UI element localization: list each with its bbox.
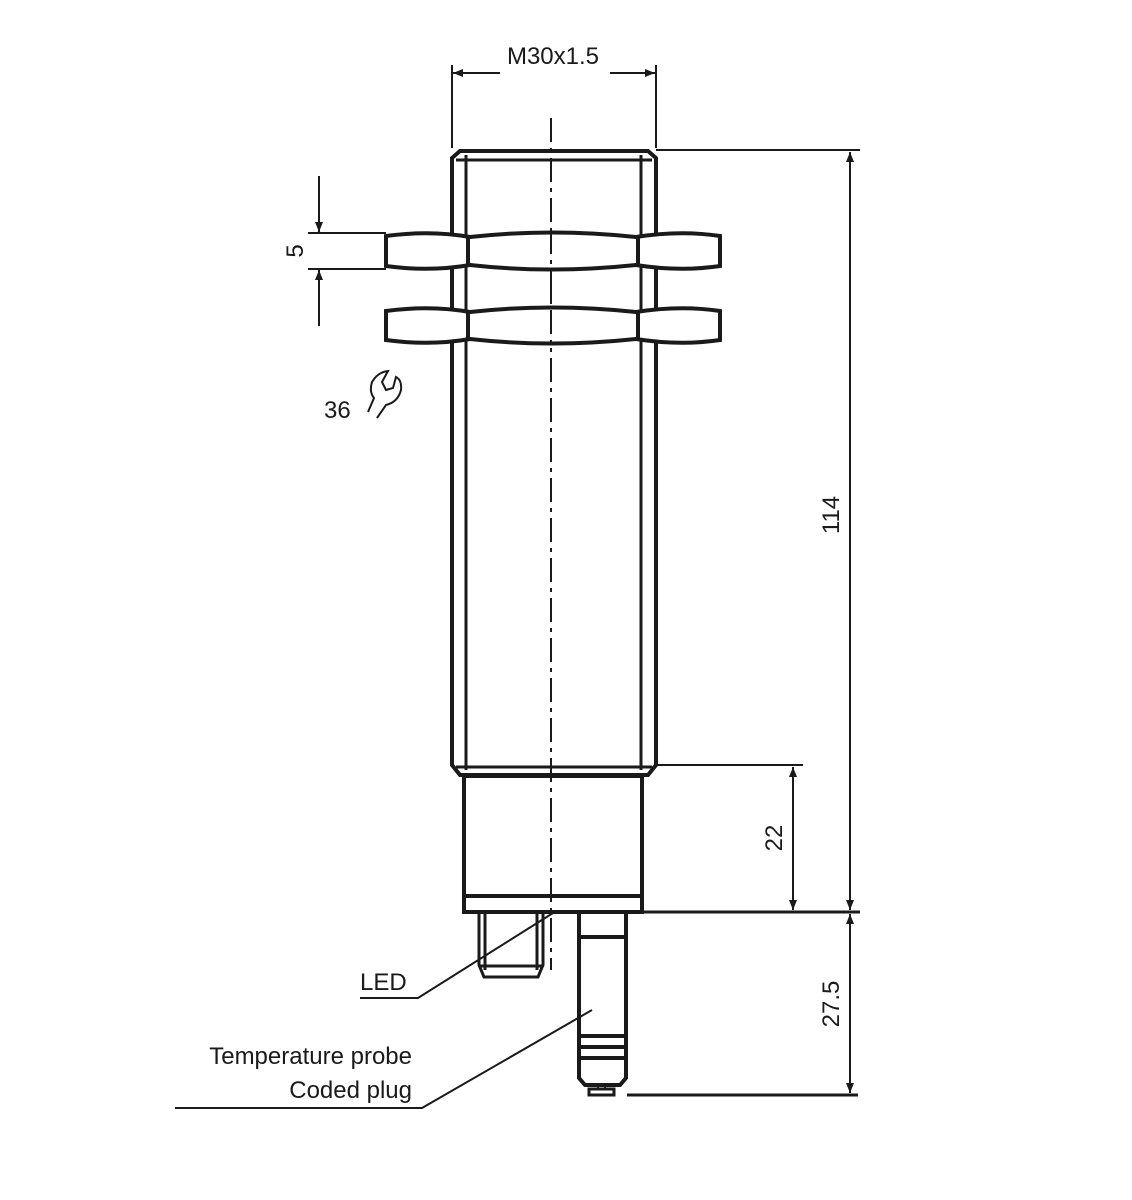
led-label: LED xyxy=(360,969,407,996)
coded-plug-label: Coded plug xyxy=(289,1077,412,1104)
led-window xyxy=(477,913,545,979)
wrench-size-label: 36 xyxy=(324,397,351,424)
connector-housing xyxy=(462,774,644,914)
dim-nut-label: 5 xyxy=(282,244,309,257)
dim-probe-label: 27.5 xyxy=(818,981,845,1028)
probe-leader xyxy=(175,1009,593,1109)
temperature-probe-label: Temperature probe xyxy=(209,1043,412,1070)
nut-upper xyxy=(384,230,722,272)
nut-lower xyxy=(384,305,722,346)
dim-thread-label: M30x1.5 xyxy=(507,43,599,70)
dim-housing-label: 22 xyxy=(761,825,788,852)
temperature-probe xyxy=(577,913,628,1097)
led-leader xyxy=(360,912,554,999)
dim-total-label: 114 xyxy=(818,496,845,534)
wrench-icon xyxy=(367,369,403,419)
